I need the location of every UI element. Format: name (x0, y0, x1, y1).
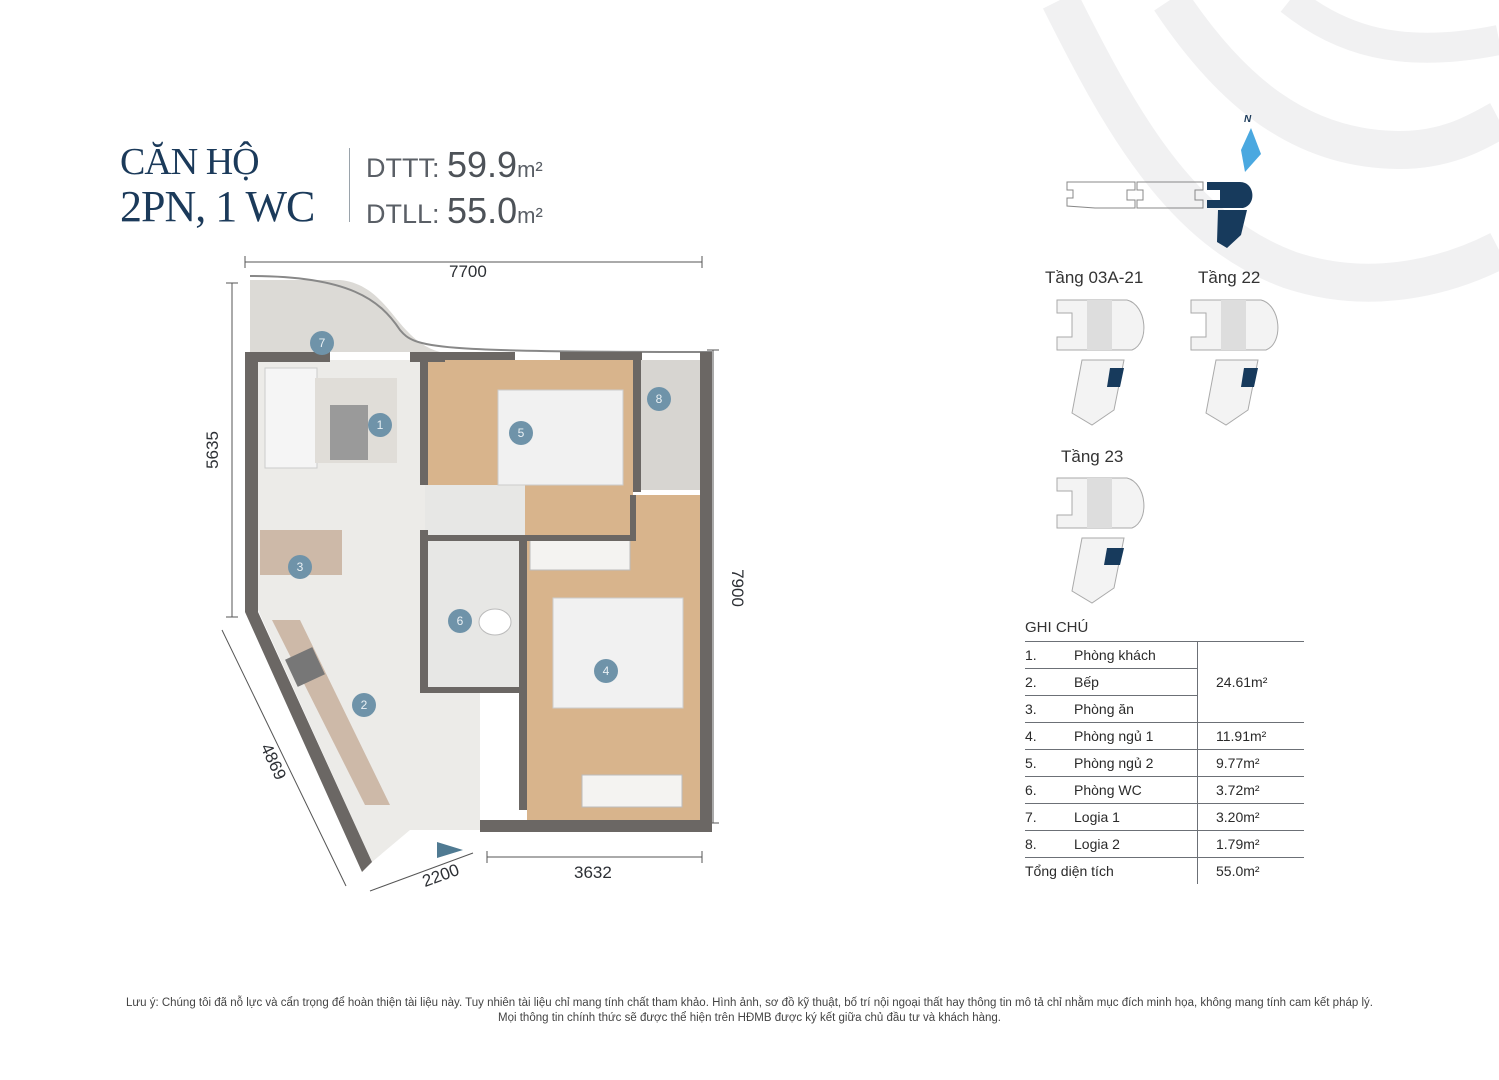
legend-name: Logia 2 (1074, 830, 1198, 858)
wardrobe-bedroom-2 (529, 539, 631, 571)
dttt-value: 59.9 (447, 144, 518, 185)
floor-plan (221, 256, 719, 892)
room-marker-3: 3 (288, 555, 312, 579)
apartment-title-line1: CĂN HỘ (120, 141, 260, 183)
legend-area: 3.20m² (1197, 803, 1304, 831)
room-marker-2: 2 (352, 693, 376, 717)
unit: m² (517, 203, 543, 228)
room-marker-7: 7 (310, 331, 334, 355)
header-divider (349, 148, 350, 222)
sofa (264, 367, 318, 469)
walls (245, 352, 712, 872)
living-kitchen-floor (258, 360, 480, 862)
room-marker-6: 6 (448, 609, 472, 633)
legend-table: 1. Phòng khách 24.61m² 2. Bếp 3. Phòng ă… (1025, 641, 1304, 884)
legend-title: GHI CHÚ (1025, 619, 1089, 636)
legend-row: 8. Logia 2 1.79m² (1025, 830, 1304, 858)
floor-diagram-03a-21 (1056, 299, 1145, 426)
entrance-arrow-icon (437, 842, 463, 858)
wc-floor (425, 485, 525, 690)
dimension-left: 5635 (202, 431, 222, 469)
dtll-area: DTLL: 55.0m² (366, 190, 543, 232)
legend-total-area: 55.0m² (1197, 857, 1304, 884)
logia-2-floor (640, 360, 702, 490)
dtll-label: DTLL: (366, 199, 440, 229)
legend-num: 7. (1025, 803, 1074, 831)
legend-name: Logia 1 (1074, 803, 1198, 831)
building-outline-2 (1136, 181, 1204, 209)
legend-total-row: Tổng diện tích 55.0m² (1025, 857, 1304, 884)
legend-row: 5. Phòng ngủ 2 9.77m² (1025, 749, 1304, 777)
north-compass-icon (1241, 128, 1261, 172)
room-marker-1: 1 (368, 413, 392, 437)
dimension-bottom: 3632 (574, 863, 612, 882)
legend-row: 6. Phòng WC 3.72m² (1025, 776, 1304, 804)
building-highlighted (1207, 182, 1253, 248)
dimension-lines (221, 256, 719, 892)
disclaimer-note: Lưu ý: Chúng tôi đã nỗ lực và cẩn trọng … (0, 996, 1499, 1026)
stove (285, 647, 325, 687)
dimension-top: 7700 (449, 262, 487, 281)
wardrobe-bedroom-1 (581, 774, 683, 808)
floor-label-23: Tầng 23 (1061, 447, 1124, 466)
disclaimer-line-2: Mọi thông tin chính thức sẽ được thể hiệ… (498, 1012, 1001, 1024)
legend-total-label: Tổng diện tích (1025, 863, 1114, 879)
apartment-title-line2: 2PN, 1 WC (120, 182, 315, 231)
legend-area: 11.91m² (1197, 722, 1304, 750)
legend-num: 8. (1025, 830, 1074, 858)
legend-num: 6. (1025, 776, 1074, 804)
legend-num: 3. (1025, 695, 1074, 723)
coffee-table (330, 405, 368, 460)
dttt-label: DTTT: (366, 153, 440, 183)
unit: m² (517, 157, 543, 182)
legend-name: Phòng ngủ 2 (1074, 749, 1198, 777)
legend-num: 4. (1025, 722, 1074, 750)
room-marker-5: 5 (509, 421, 533, 445)
disclaimer-line-1: Lưu ý: Chúng tôi đã nỗ lực và cẩn trọng … (126, 997, 1373, 1009)
room-marker-4: 4 (594, 659, 618, 683)
floor-label-03a-21: Tầng 03A-21 (1045, 268, 1144, 287)
bed-1 (552, 597, 684, 709)
legend-area: 1.79m² (1197, 830, 1304, 858)
room-marker-8: 8 (647, 387, 671, 411)
toilet (478, 608, 512, 636)
north-label: N (1244, 114, 1252, 125)
legend-num: 1. (1025, 641, 1074, 669)
legend-name: Phòng WC (1074, 776, 1198, 804)
dimension-right: 7900 (727, 569, 747, 607)
legend-row: 2. Bếp (1025, 668, 1304, 696)
legend-area: 3.72m² (1197, 776, 1304, 804)
legend-num: 5. (1025, 749, 1074, 777)
legend-row: 1. Phòng khách 24.61m² (1025, 641, 1304, 723)
site-key-plan (1066, 128, 1261, 248)
floor-diagram-23 (1056, 477, 1145, 604)
legend-row: 3. Phòng ăn (1025, 695, 1304, 723)
dttt-area: DTTT: 59.9m² (366, 144, 543, 186)
floor-label-22: Tầng 22 (1198, 268, 1261, 287)
legend-name: Phòng ăn (1074, 695, 1198, 723)
legend-row: 4. Phòng ngủ 1 11.91m² (1025, 722, 1304, 750)
legend-group-area: 24.61m² (1197, 641, 1304, 723)
building-outline-1 (1066, 181, 1136, 209)
dtll-value: 55.0 (447, 190, 518, 231)
floor-diagram-22 (1190, 299, 1279, 426)
legend-row: 7. Logia 1 3.20m² (1025, 803, 1304, 831)
legend-name: Phòng ngủ 1 (1074, 722, 1198, 750)
legend-name: Bếp (1074, 668, 1198, 696)
logia-1-floor (250, 280, 440, 352)
legend-name: Phòng khách (1074, 641, 1198, 669)
legend-num: 2. (1025, 668, 1074, 696)
legend-area: 9.77m² (1197, 749, 1304, 777)
